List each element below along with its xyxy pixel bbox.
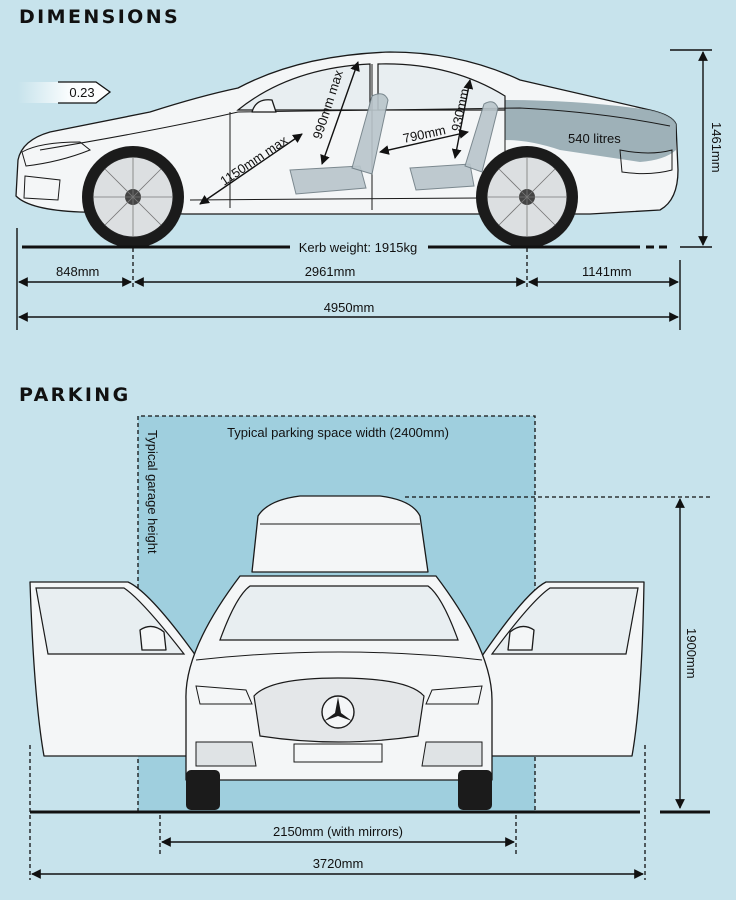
drag-coefficient-flag: [18, 82, 110, 103]
garage-height-label: Typical garage height: [145, 430, 160, 554]
width-doors-open-label: 3720mm: [313, 856, 364, 871]
front-view-car: [29, 495, 645, 810]
boot-highlight: [505, 100, 676, 162]
boot-capacity-label: 540 litres: [568, 131, 621, 146]
rear-overhang-label: 1141mm: [582, 264, 632, 279]
length-label: 4950mm: [324, 300, 375, 315]
open-height-label: 1900mm: [684, 628, 699, 679]
drag-coefficient-label: 0.23: [69, 85, 94, 100]
wheelbase-label: 2961mm: [305, 264, 356, 279]
kerb-weight-label: Kerb weight: 1915kg: [299, 240, 418, 255]
width-mirrors-label: 2150mm (with mirrors): [273, 824, 403, 839]
dimensions-heading: DIMENSIONS: [19, 6, 181, 28]
side-view-car: [15, 51, 679, 248]
parking-space-label: Typical parking space width (2400mm): [227, 425, 449, 440]
height-label: 1461mm: [709, 122, 724, 173]
parking-heading: PARKING: [19, 384, 131, 406]
front-overhang-label: 848mm: [56, 264, 99, 279]
